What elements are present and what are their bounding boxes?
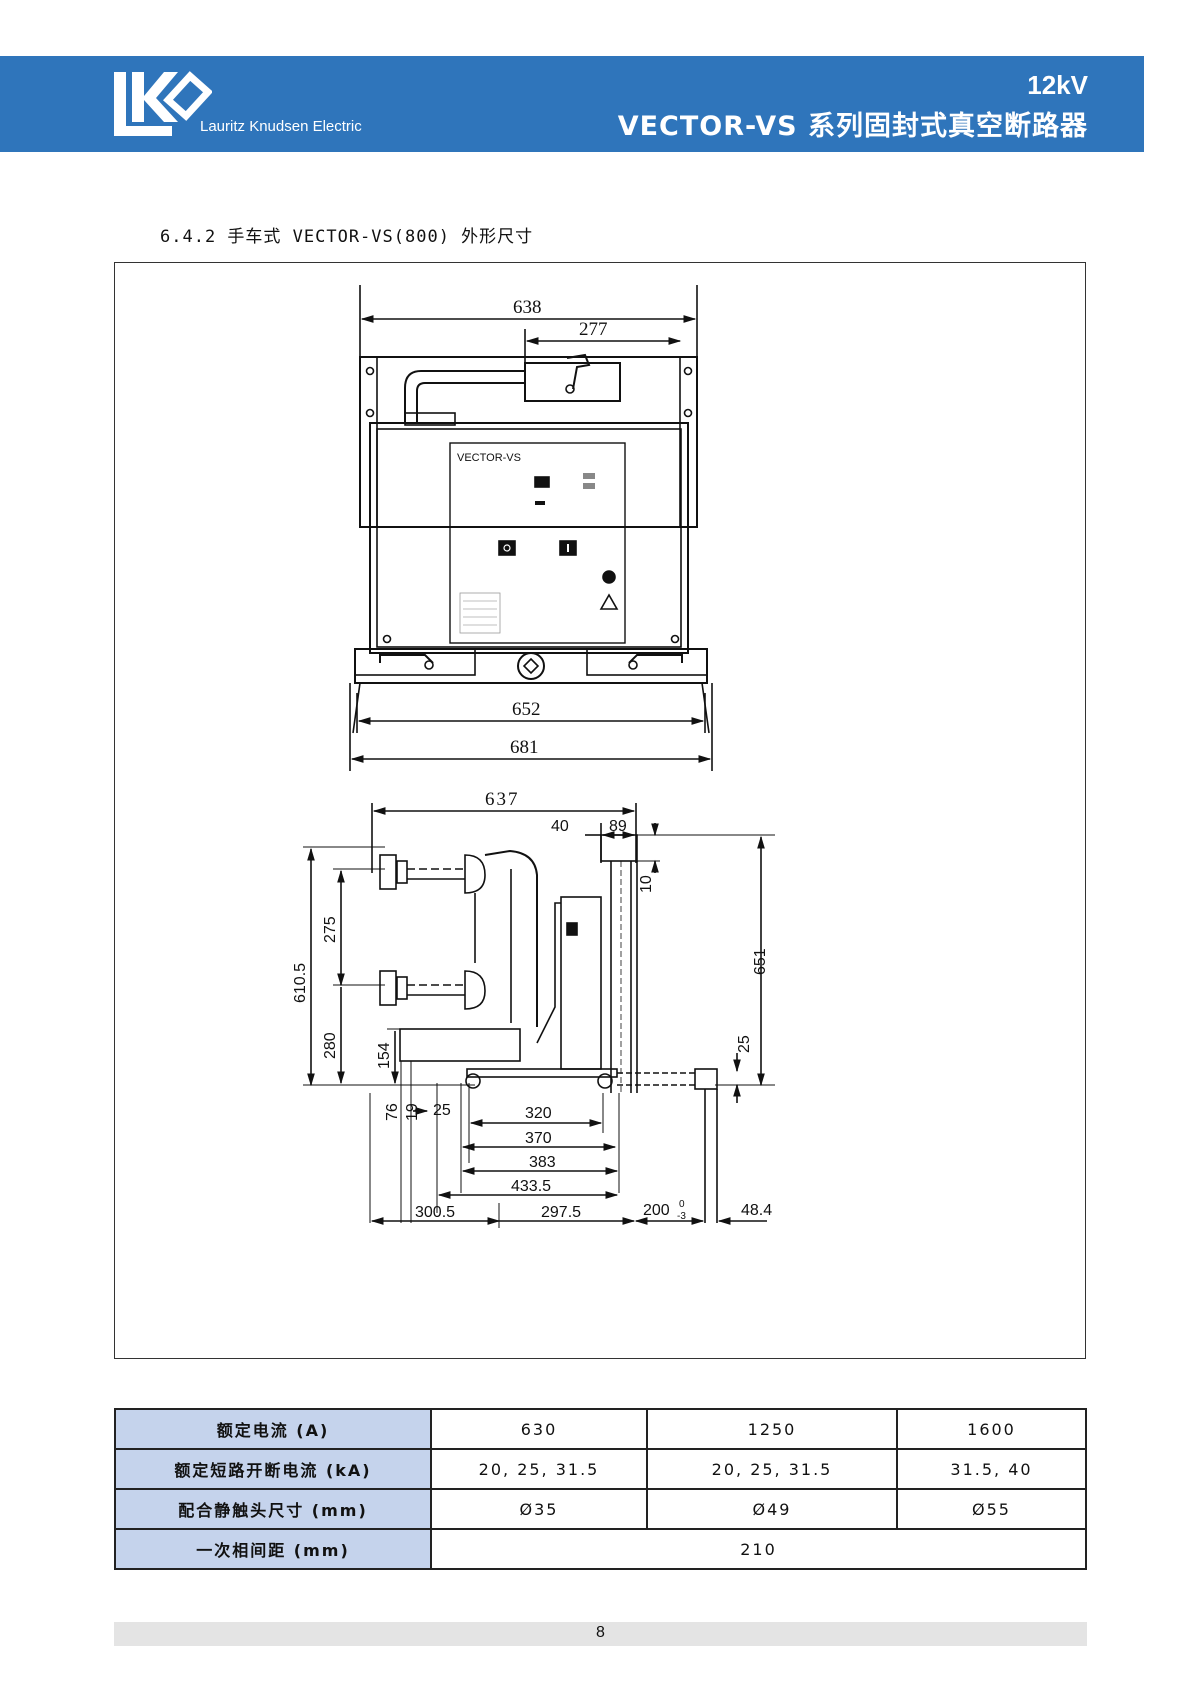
cell-value: 31.5, 40 — [896, 1448, 1087, 1490]
dim-638: 638 — [513, 297, 542, 318]
row-label-phase-spacing: 一次相间距 (mm) — [114, 1528, 432, 1570]
dim-89: 89 — [609, 818, 627, 835]
dim-280: 280 — [322, 1032, 339, 1059]
dim-275: 275 — [322, 916, 339, 943]
dim-383: 383 — [529, 1154, 556, 1171]
dim-277: 277 — [579, 319, 608, 340]
cell-value: Ø55 — [896, 1488, 1087, 1530]
header-banner: Lauritz Knudsen Electric 12kV VECTOR-VS … — [0, 56, 1144, 152]
dim-76: 76 — [384, 1103, 401, 1121]
cell-value: 20, 25, 31.5 — [646, 1448, 898, 1490]
dim-652: 652 — [512, 699, 541, 720]
row-label-breaking-current: 额定短路开断电流 (kA) — [114, 1448, 432, 1490]
dim-200-tol-lower: -3 — [677, 1211, 686, 1222]
dim-433-5: 433.5 — [511, 1178, 551, 1195]
brand-name: Lauritz Knudsen Electric — [200, 118, 362, 135]
page-number: 8 — [596, 1624, 605, 1641]
spec-table: 额定电流 (A) 630 1250 1600 额定短路开断电流 (kA) 20,… — [114, 1408, 1087, 1570]
section-title: 6.4.2 手车式 VECTOR-VS(800) 外形尺寸 — [160, 227, 534, 247]
lk-logo-icon — [112, 70, 212, 138]
dimension-drawing-svg: VECTOR-VS — [292, 285, 775, 1228]
dimension-drawing: VECTOR-VS — [114, 262, 1086, 1359]
dim-637: 637 — [485, 789, 520, 810]
header-voltage: 12kV — [1027, 70, 1088, 100]
cell-value: 1600 — [896, 1408, 1087, 1450]
dim-681: 681 — [510, 737, 539, 758]
row-label-rated-current: 额定电流 (A) — [114, 1408, 432, 1450]
cell-value: 630 — [430, 1408, 648, 1450]
header-product-title: VECTOR-VS 系列固封式真空断路器 — [617, 111, 1088, 142]
dim-40: 40 — [551, 818, 569, 835]
dim-300-5: 300.5 — [415, 1204, 455, 1221]
dim-297-5: 297.5 — [541, 1204, 581, 1221]
dim-154: 154 — [376, 1042, 393, 1069]
dim-25-left: 25 — [433, 1102, 451, 1119]
cell-value: 20, 25, 31.5 — [430, 1448, 648, 1490]
cell-value: Ø49 — [646, 1488, 898, 1530]
dim-48-4: 48.4 — [741, 1202, 772, 1219]
row-label-contact-size: 配合静触头尺寸 (mm) — [114, 1488, 432, 1530]
cell-value: 210 — [430, 1528, 1087, 1570]
dim-200: 200 — [643, 1202, 670, 1219]
table-row: 额定短路开断电流 (kA) 20, 25, 31.5 20, 25, 31.5 … — [114, 1448, 1087, 1490]
side-view — [303, 803, 775, 1228]
dim-610-5: 610.5 — [292, 963, 309, 1003]
cell-value: Ø35 — [430, 1488, 648, 1530]
front-view: VECTOR-VS — [349, 285, 713, 771]
cell-value: 1250 — [646, 1408, 898, 1450]
dim-25-right: 25 — [736, 1035, 753, 1053]
table-row: 配合静触头尺寸 (mm) Ø35 Ø49 Ø55 — [114, 1488, 1087, 1530]
dim-651: 651 — [752, 948, 769, 975]
dim-19: 19 — [404, 1103, 421, 1121]
footer-bar: 8 — [114, 1622, 1087, 1646]
dim-10: 10 — [638, 875, 655, 893]
table-row: 一次相间距 (mm) 210 — [114, 1528, 1087, 1570]
table-row: 额定电流 (A) 630 1250 1600 — [114, 1408, 1087, 1450]
dim-320: 320 — [525, 1105, 552, 1122]
panel-label: VECTOR-VS — [457, 452, 521, 464]
dim-200-tol-upper: 0 — [679, 1199, 685, 1210]
dim-370: 370 — [525, 1130, 552, 1147]
